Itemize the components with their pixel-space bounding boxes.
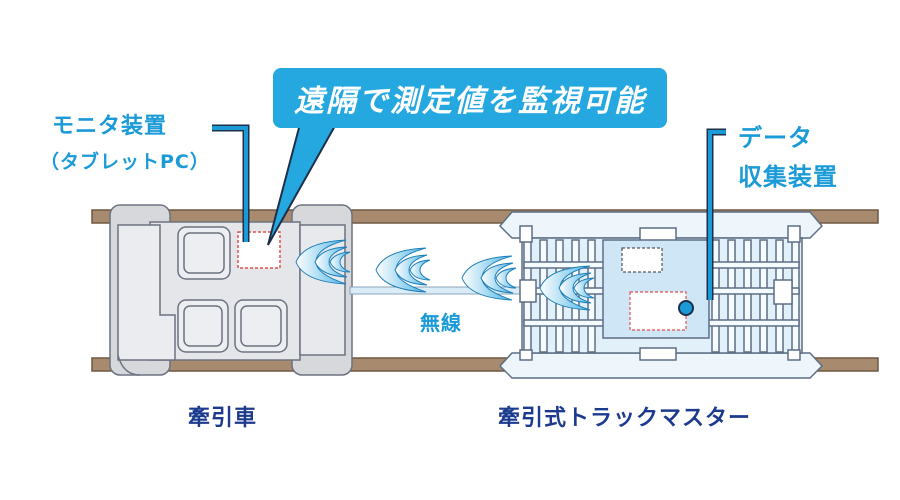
wireless-waves bbox=[295, 239, 595, 311]
track-master bbox=[498, 211, 824, 379]
collector-marker bbox=[678, 300, 694, 316]
tractor-vehicle bbox=[109, 204, 353, 376]
callout-banner: 遠隔で測定値を監視可能 bbox=[273, 68, 667, 128]
track-master-label: 牽引式トラックマスター bbox=[498, 406, 752, 431]
tractor-seat-rear-right bbox=[234, 299, 288, 353]
callout-text: 遠隔で測定値を監視可能 bbox=[294, 84, 646, 119]
collector-label-line1: データ bbox=[738, 124, 813, 152]
tractor-seat-rear-left bbox=[177, 299, 229, 353]
collector-label-line2: 収集装置 bbox=[738, 163, 838, 191]
monitor-label-line1: モニタ装置 bbox=[52, 114, 168, 139]
wireless-label: 無線 bbox=[420, 311, 462, 335]
tractor-seat-front bbox=[177, 226, 231, 280]
tractor-label: 牽引車 bbox=[188, 406, 258, 431]
leader-lines-inner bbox=[212, 126, 726, 300]
monitor-label-line2: （タブレットPC） bbox=[40, 151, 210, 173]
